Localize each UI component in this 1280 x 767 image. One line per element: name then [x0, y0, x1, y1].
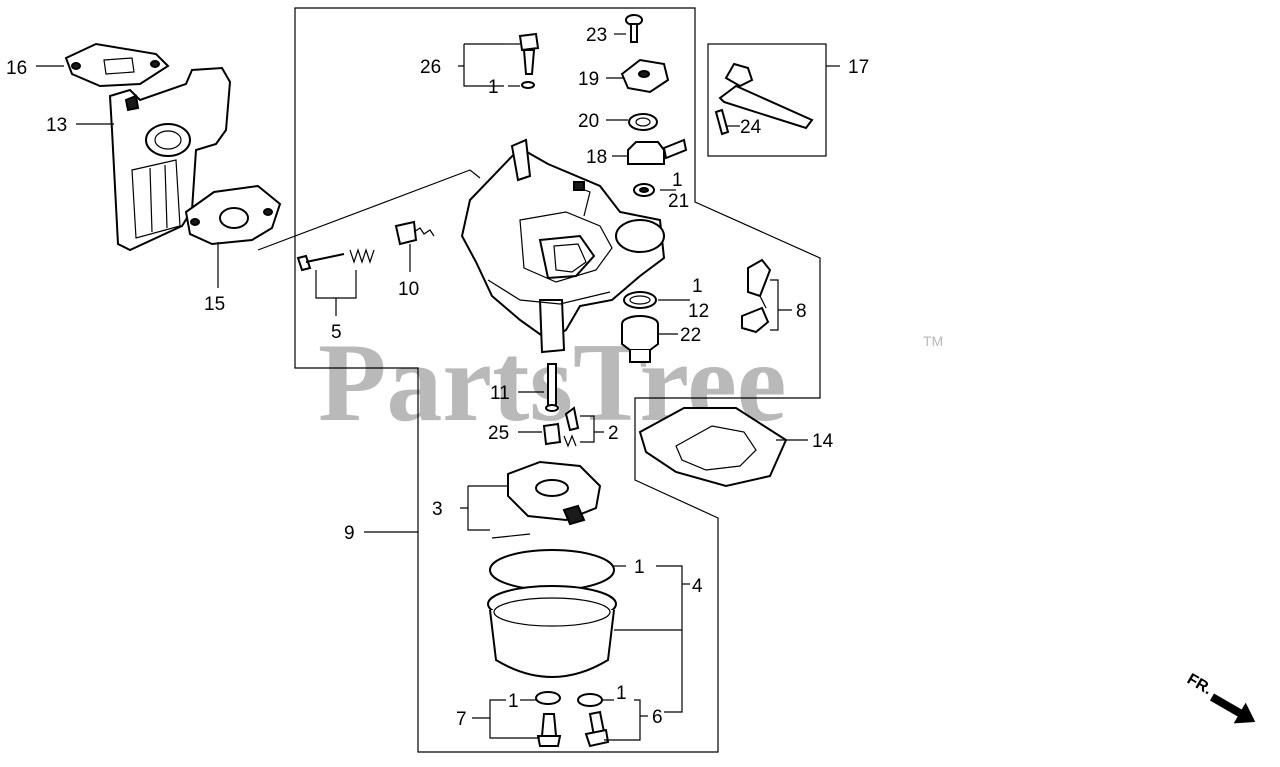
part-5-pilot-screw[interactable] [296, 248, 375, 272]
part-20-ring[interactable] [628, 113, 658, 131]
callout-13: 13 [46, 115, 67, 136]
callout-1-seal: 1 [672, 170, 683, 191]
part-22-valve[interactable] [621, 315, 659, 363]
part-21-seal[interactable] [633, 183, 655, 197]
part-26-screw[interactable] [518, 32, 540, 75]
callout-7: 7 [456, 709, 467, 730]
watermark-trademark: TM [923, 333, 943, 349]
callout-21: 21 [668, 191, 689, 212]
callout-6: 6 [652, 707, 663, 728]
part-11-main-nozzle[interactable] [545, 363, 559, 412]
carburetor-body[interactable] [460, 138, 666, 354]
callout-1-top: 1 [488, 77, 499, 98]
choke-group-outline [707, 43, 827, 157]
callout-1-oring: 1 [692, 276, 703, 297]
part-19-cover[interactable] [620, 58, 670, 94]
callout-5: 5 [331, 322, 342, 343]
callout-2: 2 [608, 423, 619, 444]
carburetor-group-outline [294, 7, 821, 753]
arrow-right-icon [1209, 693, 1256, 724]
part-10-throttle-stop-screw[interactable] [394, 220, 435, 246]
leader-15-body [257, 169, 481, 251]
callout-23: 23 [586, 25, 607, 46]
callout-10: 10 [398, 279, 419, 300]
callout-25: 25 [488, 423, 509, 444]
callout-1-bowl: 1 [634, 557, 645, 578]
callout-8: 8 [796, 301, 807, 322]
part-15-gasket[interactable] [184, 184, 282, 246]
part-7-bolt[interactable] [536, 713, 562, 747]
part-14-gasket[interactable] [638, 407, 788, 488]
part-16-gasket[interactable] [64, 42, 170, 88]
callout-17: 17 [848, 57, 869, 78]
fr-label: FR. [1184, 671, 1215, 699]
callout-18: 18 [586, 147, 607, 168]
part-8-lever[interactable] [741, 258, 772, 334]
part-1-washer-top[interactable] [521, 81, 535, 89]
callout-4: 4 [692, 576, 703, 597]
part-17-choke-arm[interactable] [718, 62, 814, 130]
part-4-float-bowl[interactable] [487, 549, 617, 678]
callout-22: 22 [680, 325, 701, 346]
part-23-screw[interactable] [625, 14, 643, 43]
callout-16: 16 [6, 58, 27, 79]
callout-15: 15 [204, 294, 225, 315]
part-1-washer-right[interactable] [577, 693, 603, 707]
part-25-main-jet[interactable] [542, 422, 562, 446]
callout-11: 11 [490, 383, 510, 404]
part-24-pin[interactable] [714, 108, 730, 136]
callout-1-washer-left: 1 [508, 691, 519, 712]
part-6-bolt[interactable] [584, 710, 610, 748]
part-18-cap[interactable] [627, 138, 688, 165]
callout-24: 24 [740, 117, 762, 138]
callout-14: 14 [812, 431, 834, 452]
part-12-o-ring[interactable] [623, 291, 657, 309]
callout-20: 20 [578, 111, 599, 132]
callout-1-washer-right: 1 [616, 683, 627, 704]
part-1-washer-left[interactable] [535, 691, 561, 705]
part-3-float[interactable] [491, 460, 602, 539]
callout-26: 26 [420, 57, 441, 78]
callout-12: 12 [688, 301, 709, 322]
callout-19: 19 [578, 69, 599, 90]
front-direction-marker: FR. [1184, 671, 1256, 724]
callout-9: 9 [344, 523, 355, 544]
callout-3: 3 [432, 499, 443, 520]
leader-lines [36, 33, 840, 741]
part-13-insulator-plate[interactable] [108, 66, 232, 252]
part-2-drain-screw[interactable] [563, 406, 580, 448]
